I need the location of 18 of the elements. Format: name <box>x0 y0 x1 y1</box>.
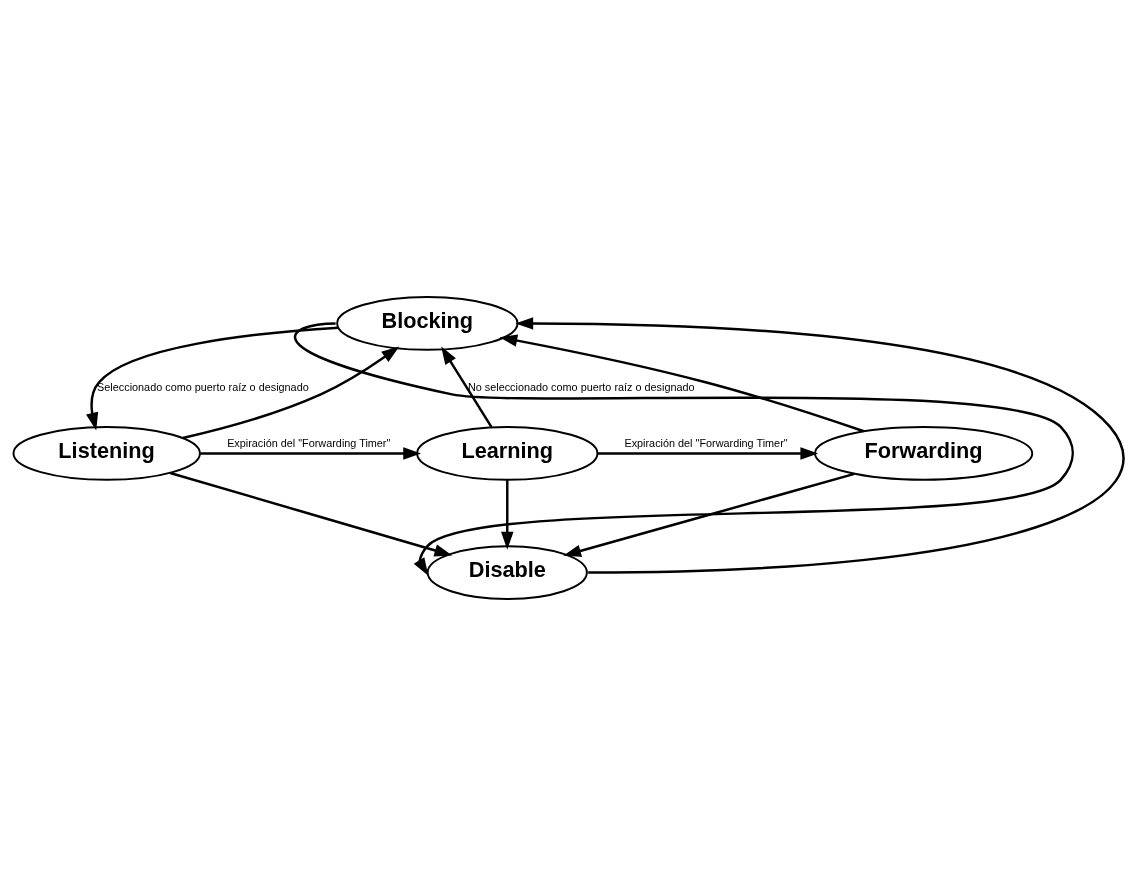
arrow <box>200 447 421 460</box>
edge-label: Expiración del "Forwarding Timer" <box>624 437 788 450</box>
arrow <box>499 334 865 433</box>
arrow <box>563 472 855 557</box>
edge-label: No seleccionado como puerto raíz o designado <box>467 381 695 394</box>
node-ellipse: Forwarding <box>813 426 1034 481</box>
arrow <box>597 447 819 460</box>
arrow <box>169 471 453 557</box>
arrow <box>86 326 339 431</box>
node-ellipse: Listening <box>12 426 201 481</box>
arrow <box>182 346 400 440</box>
arrow <box>515 317 1124 574</box>
arrow <box>295 322 1074 576</box>
edge-label: Seleccionado como puerto raíz o designado <box>97 381 309 394</box>
node-ellipse: Learning <box>416 426 599 481</box>
arrow <box>441 346 493 428</box>
edge-label: Expiración del "Forwarding Timer" <box>227 437 391 450</box>
arrow <box>501 480 514 550</box>
